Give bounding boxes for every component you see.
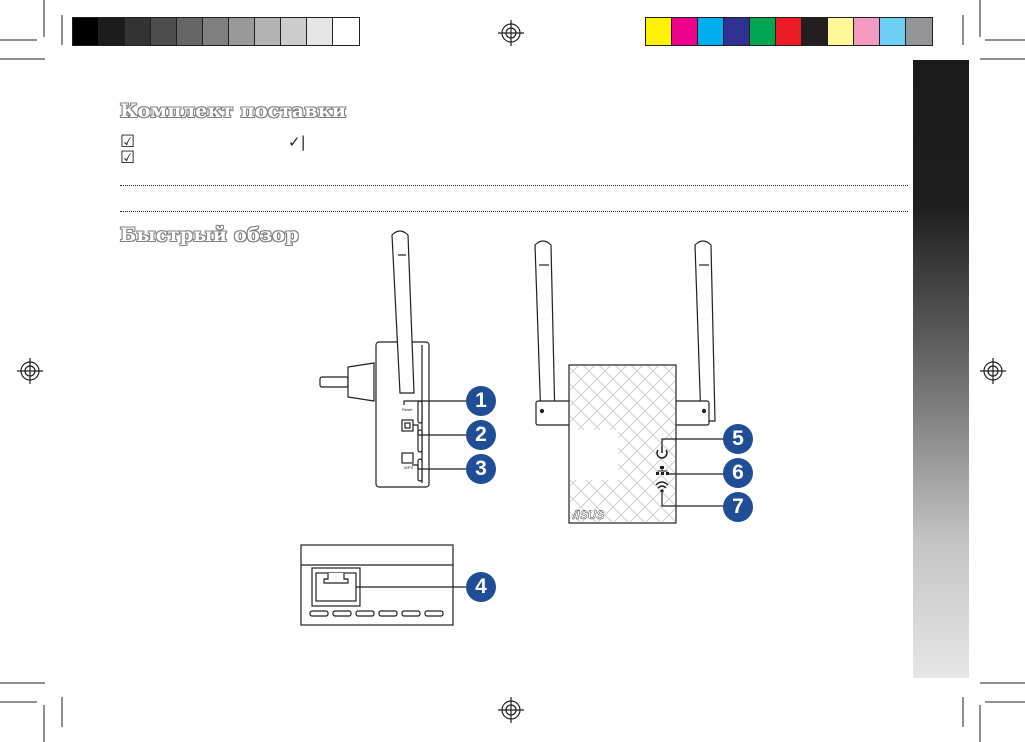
divider (120, 185, 908, 186)
gray-swatch-8 (281, 18, 307, 45)
gray-swatch-9 (307, 18, 333, 45)
process-swatch-10 (906, 18, 932, 45)
asus-logo: /ISUS (572, 508, 604, 522)
process-swatch-7 (828, 18, 854, 45)
gray-swatch-4 (177, 18, 203, 45)
gray-swatch-5 (203, 18, 229, 45)
callout-4: 4 (466, 572, 496, 602)
process-swatch-4 (750, 18, 776, 45)
ethernet-icon (656, 466, 669, 475)
gray-swatch-10 (333, 18, 359, 45)
registration-mark-icon (498, 697, 524, 723)
gray-swatch-3 (151, 18, 177, 45)
callout-6: 6 (723, 458, 753, 488)
ethernet-port-illustration (300, 544, 466, 626)
process-swatch-6 (802, 18, 828, 45)
checkbox-icon: ☑ (120, 132, 136, 152)
registration-mark-icon (17, 358, 43, 384)
gray-swatch-0 (73, 18, 99, 45)
registration-mark-icon (498, 20, 524, 46)
process-swatch-8 (854, 18, 880, 45)
callout-5: 5 (723, 424, 753, 454)
process-color-bar (645, 17, 933, 46)
gray-swatch-6 (229, 18, 255, 45)
gray-swatch-7 (255, 18, 281, 45)
callout-7: 7 (723, 492, 753, 522)
callout-2: 2 (466, 420, 496, 450)
checkbox-icon: ✓| (288, 133, 306, 151)
quick-overview-heading: Быстрый обзор (120, 224, 299, 246)
grayscale-color-bar (72, 17, 360, 46)
divider (120, 211, 908, 212)
language-side-tab (913, 60, 969, 678)
process-swatch-5 (776, 18, 802, 45)
process-swatch-2 (698, 18, 724, 45)
registration-mark-icon (980, 358, 1006, 384)
process-swatch-3 (724, 18, 750, 45)
checkbox-icon: ☑ (120, 148, 136, 168)
callout-1: 1 (466, 386, 496, 416)
side-view-illustration: Reset WPS (319, 230, 466, 488)
callout-3: 3 (466, 454, 496, 484)
gray-swatch-1 (99, 18, 125, 45)
gray-swatch-2 (125, 18, 151, 45)
wps-label: WPS (404, 465, 413, 470)
power-icon (656, 446, 668, 459)
process-swatch-9 (880, 18, 906, 45)
front-view-illustration: /ISUS (534, 240, 725, 524)
wifi-icon (655, 481, 669, 493)
process-swatch-1 (672, 18, 698, 45)
package-contents-heading: Комплект поставки (120, 100, 347, 122)
reset-label: Reset (402, 407, 413, 412)
process-swatch-0 (646, 18, 672, 45)
